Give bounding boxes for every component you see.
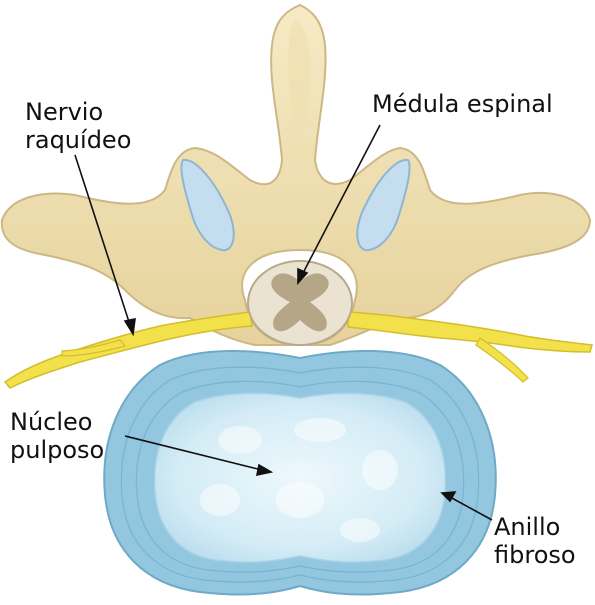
nucleus-leader-arrow	[255, 463, 274, 477]
cord-leader-line	[301, 124, 381, 276]
left-facet-joint	[180, 158, 235, 252]
annulus-rings	[120, 366, 480, 583]
nucleus-texture	[200, 418, 398, 542]
spinal-cord	[247, 260, 353, 346]
nucleus-pulposus	[153, 392, 447, 563]
cord-leader-arrow	[297, 267, 309, 286]
leader-lines	[74, 124, 493, 521]
label-spinal-cord: Médula espinal	[372, 90, 553, 118]
spinous-process-shading	[288, 20, 311, 170]
nucleus-leader-line	[124, 435, 263, 471]
label-annulus-line2: fibroso	[494, 541, 576, 569]
annulus-leader-arrow	[440, 491, 457, 503]
intervertebral-disc	[103, 350, 497, 596]
left-spinal-nerve	[3, 311, 253, 389]
right-nerve-branch	[475, 337, 529, 383]
left-nerve-branch	[61, 339, 127, 357]
label-nerve-line2: raquídeo	[25, 126, 131, 154]
label-nerve-line1: Nervio	[25, 98, 103, 126]
right-facet-joint	[356, 158, 411, 252]
nerve-leader-line	[74, 154, 131, 326]
spinal-cord-gray-matter	[271, 273, 329, 332]
label-nucleus-line1: Núcleo	[10, 408, 92, 436]
right-spinal-nerve	[347, 311, 593, 353]
nerve-leader-arrow	[123, 317, 136, 337]
label-annulus-line1: Anillo	[494, 513, 560, 541]
label-nucleus-line2: pulposo	[10, 436, 104, 464]
annulus-leader-line	[449, 496, 493, 521]
spinal-nerves	[3, 311, 593, 389]
